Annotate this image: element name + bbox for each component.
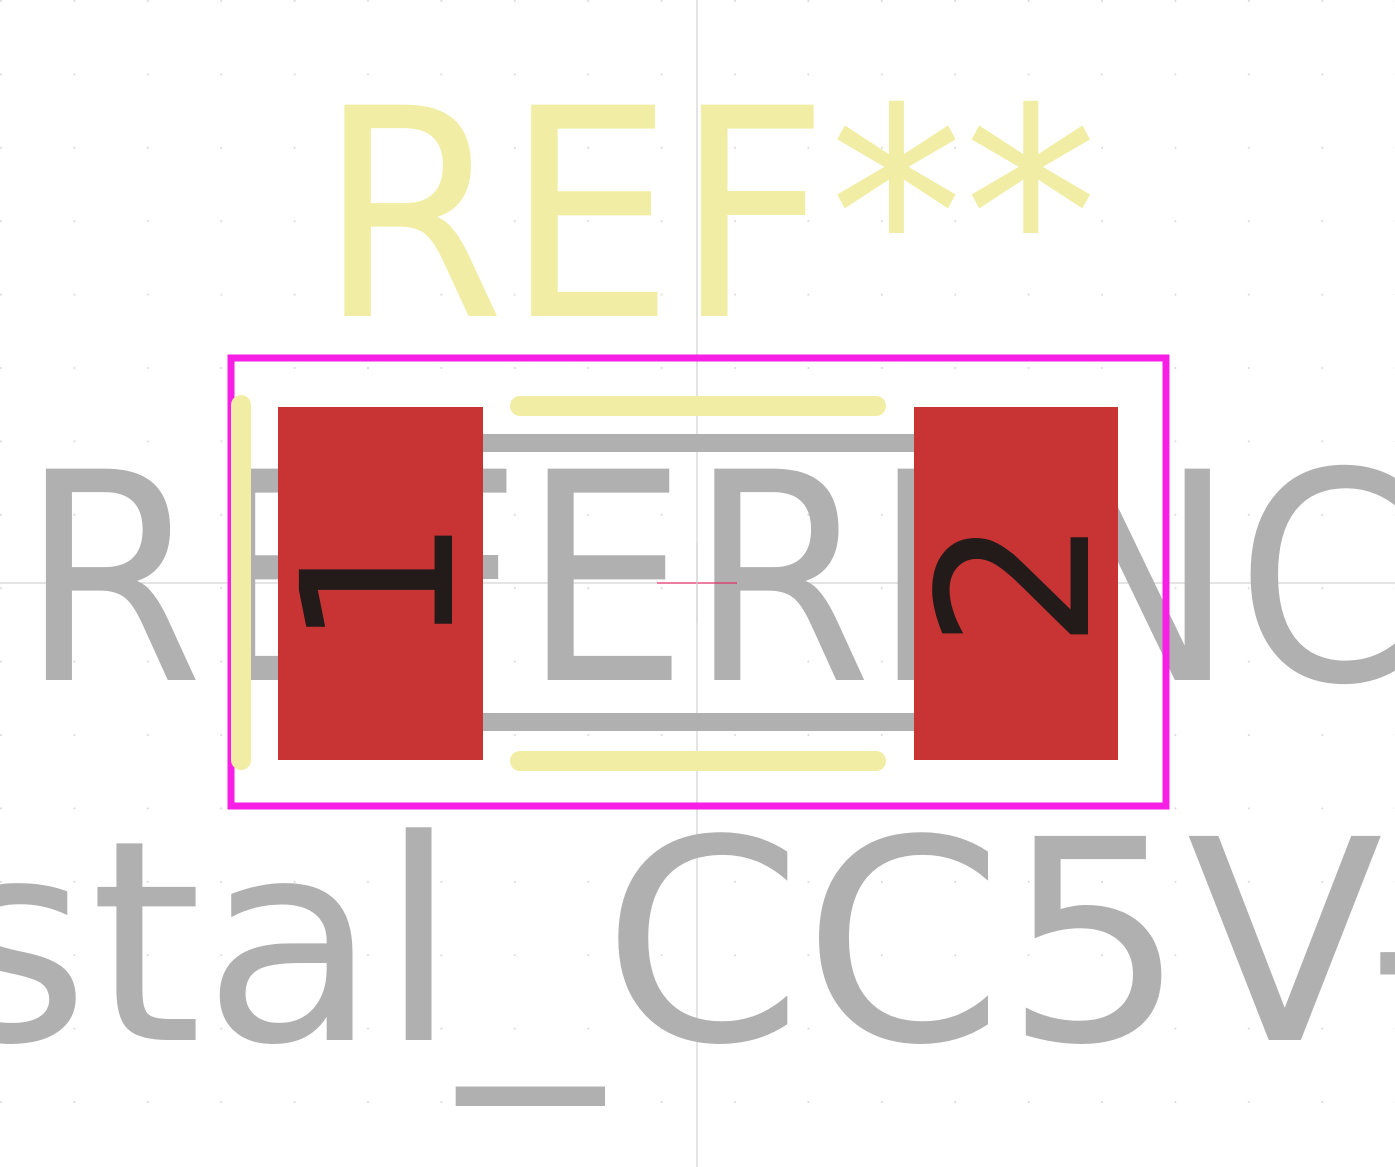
fab-reference-text: REFERENC [20, 412, 1395, 749]
value-label: stal_CC5V- [0, 781, 1395, 1110]
pad-1-copper[interactable] [278, 407, 483, 760]
pad-2-number: 2 [893, 516, 1138, 650]
fab-body-outline [431, 434, 964, 731]
fab-value-text: stal_CC5V- [0, 781, 1395, 1110]
fab-reference-label: REFERENC [20, 412, 1395, 749]
pad-2[interactable]: 2 [893, 407, 1138, 760]
pad-1[interactable]: 1 [257, 407, 502, 760]
silkscreen-reference: REF** [318, 48, 1098, 385]
pad-1-number: 1 [257, 516, 502, 650]
pad-2-copper[interactable] [914, 407, 1118, 760]
silkscreen-outline [231, 395, 886, 771]
origin-crosshair-icon [657, 543, 737, 623]
